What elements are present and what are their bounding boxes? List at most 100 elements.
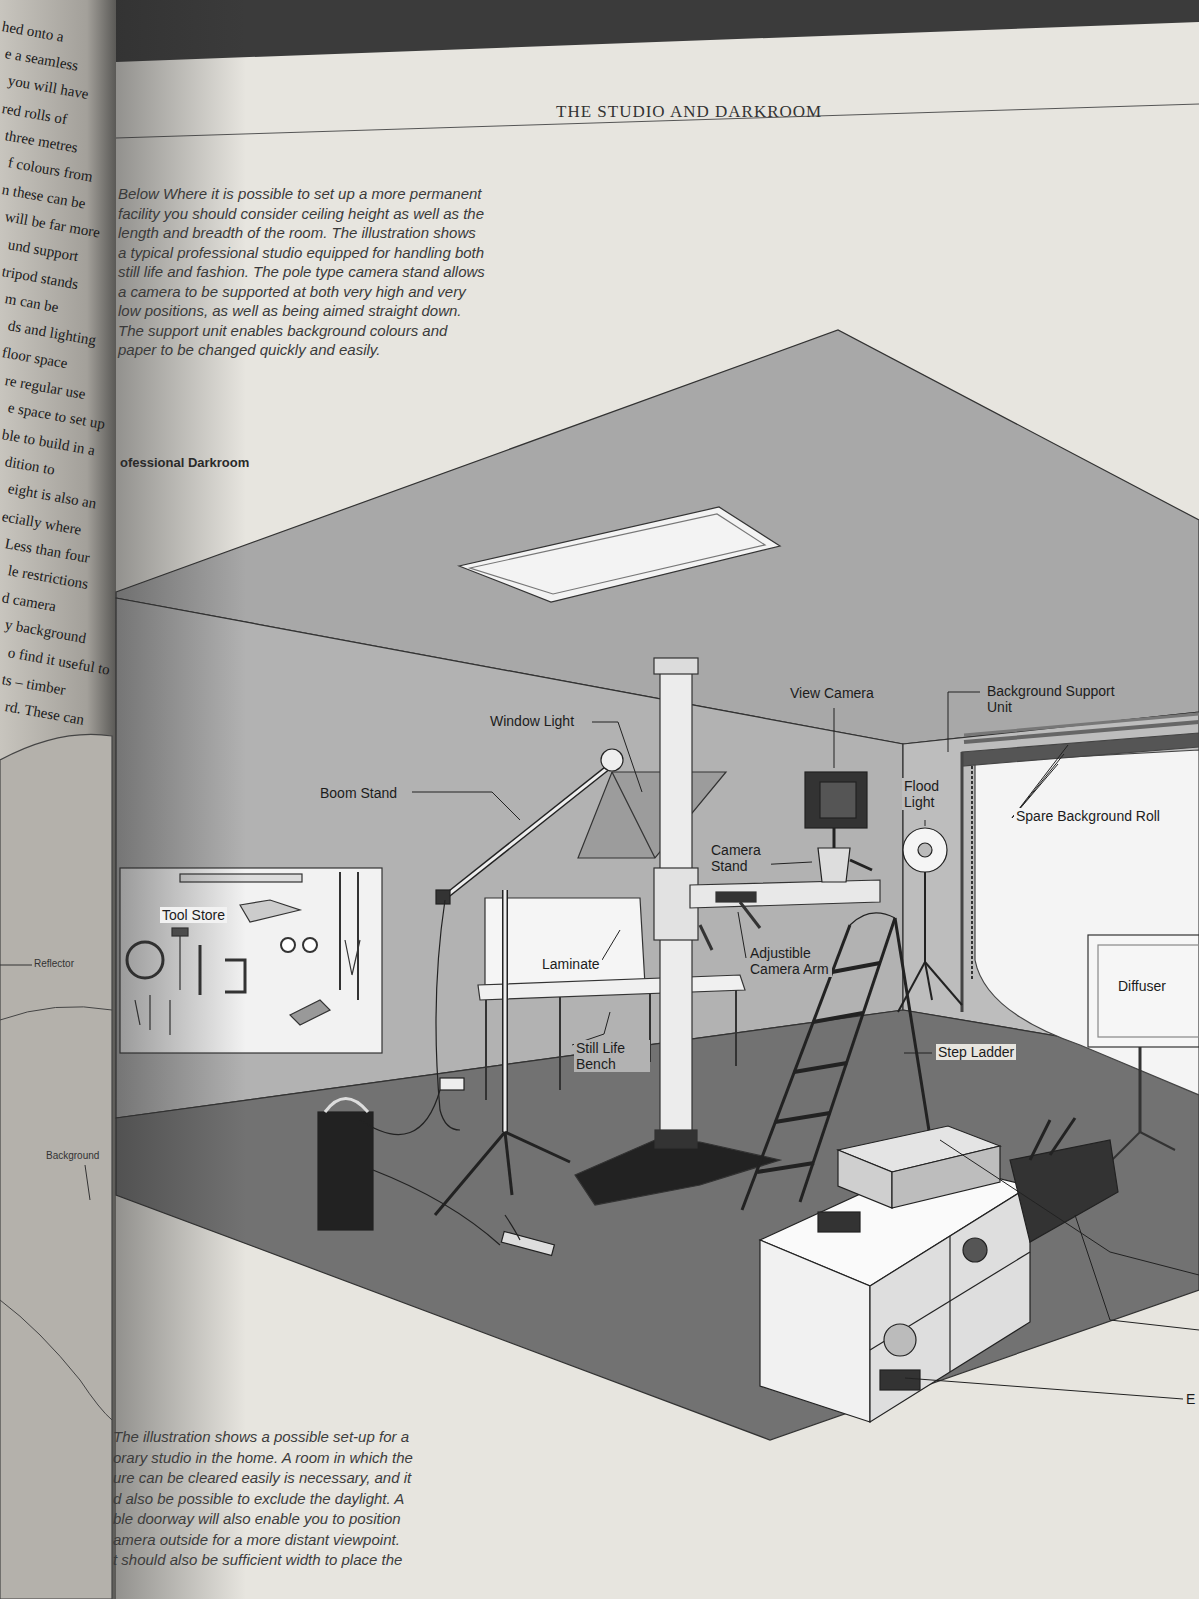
equipment-cabinet: [892, 1146, 1000, 1208]
left-page: [0, 1300, 112, 1420]
page-fragment: ts – timber: [1, 671, 67, 699]
leader-line: [738, 912, 746, 958]
equipment-cabinet: [1030, 1120, 1050, 1160]
camera-stand: [655, 1130, 697, 1148]
step-ladder: [813, 1013, 863, 1022]
power-pack: [440, 1078, 464, 1090]
camera-stand: [690, 880, 880, 908]
page-fragment: ecially where: [1, 508, 83, 539]
tool-store: [281, 938, 295, 952]
page-fragment: le restrictions: [7, 562, 90, 593]
window-light: [578, 772, 726, 858]
diffuser: [1088, 935, 1199, 1047]
boom-stand: [435, 1132, 505, 1215]
equipment-cabinet: [870, 1186, 1030, 1422]
background-paper: [964, 714, 1199, 735]
background-paper: [971, 766, 973, 980]
equipment-cabinet: [838, 1150, 892, 1208]
callout-label: Spare Background Roll: [1014, 808, 1162, 824]
tool-store: [345, 940, 360, 975]
boom-stand: [505, 1132, 570, 1162]
camera-stand: [575, 1140, 780, 1205]
equipment-cabinet: [760, 1240, 870, 1422]
page-fragment: f colours from: [7, 154, 95, 186]
tool-store: [339, 872, 341, 990]
boom-stand: [601, 749, 623, 771]
left-page: [0, 734, 112, 1599]
view-camera: [805, 772, 867, 828]
diffuser: [1139, 1047, 1142, 1132]
laminate-bench: [485, 1000, 487, 1100]
caption-line: The illustration shows a possible set-up…: [113, 1428, 409, 1445]
left-page: [0, 1007, 112, 1020]
caption-line: d also be possible to exclude the daylig…: [113, 1490, 404, 1507]
view-camera: [850, 860, 872, 870]
equipment-cabinet: [1050, 1118, 1075, 1155]
power-pack: [318, 1078, 554, 1256]
callout-label: Diffuser: [1116, 978, 1168, 994]
view-camera: [818, 848, 850, 882]
callout-label: Background Support Unit: [985, 683, 1129, 715]
step-ladder: [832, 963, 880, 972]
camera-stand: [740, 902, 760, 928]
diffuser: [1140, 1132, 1175, 1150]
figure-label: Reflector: [34, 958, 74, 970]
leader-line: [905, 1378, 1183, 1399]
leader-line: [904, 1053, 932, 1054]
page-fragment: e a seamless: [4, 45, 80, 75]
leader-line: [834, 708, 835, 768]
page-fragment: tripod stands: [1, 263, 80, 293]
leader-line: [948, 692, 980, 752]
laminate-bench: [478, 898, 745, 1100]
step-ladder: [850, 913, 895, 925]
callout-label: Still Life Bench: [574, 1040, 650, 1072]
page-fragment: red rolls of: [1, 100, 69, 128]
flood-light: [898, 828, 962, 1012]
equipment-cabinet: [760, 1118, 1118, 1422]
page-fragment: n these can be: [1, 181, 87, 213]
equipment-cabinet: [1010, 1140, 1118, 1242]
page-fragment: floor space: [1, 345, 69, 373]
laminate-bench: [485, 898, 645, 985]
equipment-cabinet: [880, 1370, 920, 1390]
caption-line: ble doorway will also enable you to posi…: [113, 1510, 401, 1527]
leader-line: [592, 722, 642, 792]
callout-label: Boom Stand: [320, 785, 397, 801]
tool-store: [290, 1000, 330, 1025]
power-pack: [360, 1090, 440, 1135]
flood-light: [903, 828, 947, 872]
page-fragment: rd. These can: [4, 698, 86, 729]
page-fragment: re regular use: [4, 372, 87, 403]
page-fragment: you will have: [7, 73, 90, 104]
page-fragment: eight is also an: [7, 481, 98, 514]
figure-label: Background: [46, 1150, 99, 1162]
equipment-cabinet: [818, 1212, 860, 1232]
boom-stand: [502, 890, 508, 1132]
room: [116, 330, 1199, 1440]
diffuser: [1112, 1132, 1140, 1160]
boom-stand: [505, 1132, 512, 1195]
diffuser: [1088, 935, 1199, 1160]
step-ladder: [775, 1113, 830, 1122]
page-fragment: o find it useful to: [7, 644, 112, 679]
leader-line: [602, 930, 620, 960]
callout-label: Flood Light: [902, 778, 954, 810]
boom-stand: [504, 890, 507, 1132]
page-top: [116, 0, 1199, 138]
left-page: [0, 0, 116, 1599]
power-pack: [501, 1231, 554, 1255]
flood-light: [924, 872, 926, 962]
page-fragment: hed onto a: [1, 18, 66, 46]
camera-stand: [700, 925, 712, 950]
page-fragment: three metres: [4, 127, 80, 157]
callout-label: Camera Stand: [709, 842, 771, 874]
step-ladder: [742, 925, 850, 1210]
callout-label: Tool Store: [160, 907, 227, 923]
background-paper: [961, 752, 964, 1012]
power-pack: [325, 1099, 368, 1113]
leader-line: [412, 792, 520, 820]
boom-stand: [436, 890, 450, 904]
leader-line: [940, 1140, 1199, 1275]
page-fragment: und support: [7, 236, 80, 265]
page-fragment: e space to set up: [7, 399, 107, 433]
